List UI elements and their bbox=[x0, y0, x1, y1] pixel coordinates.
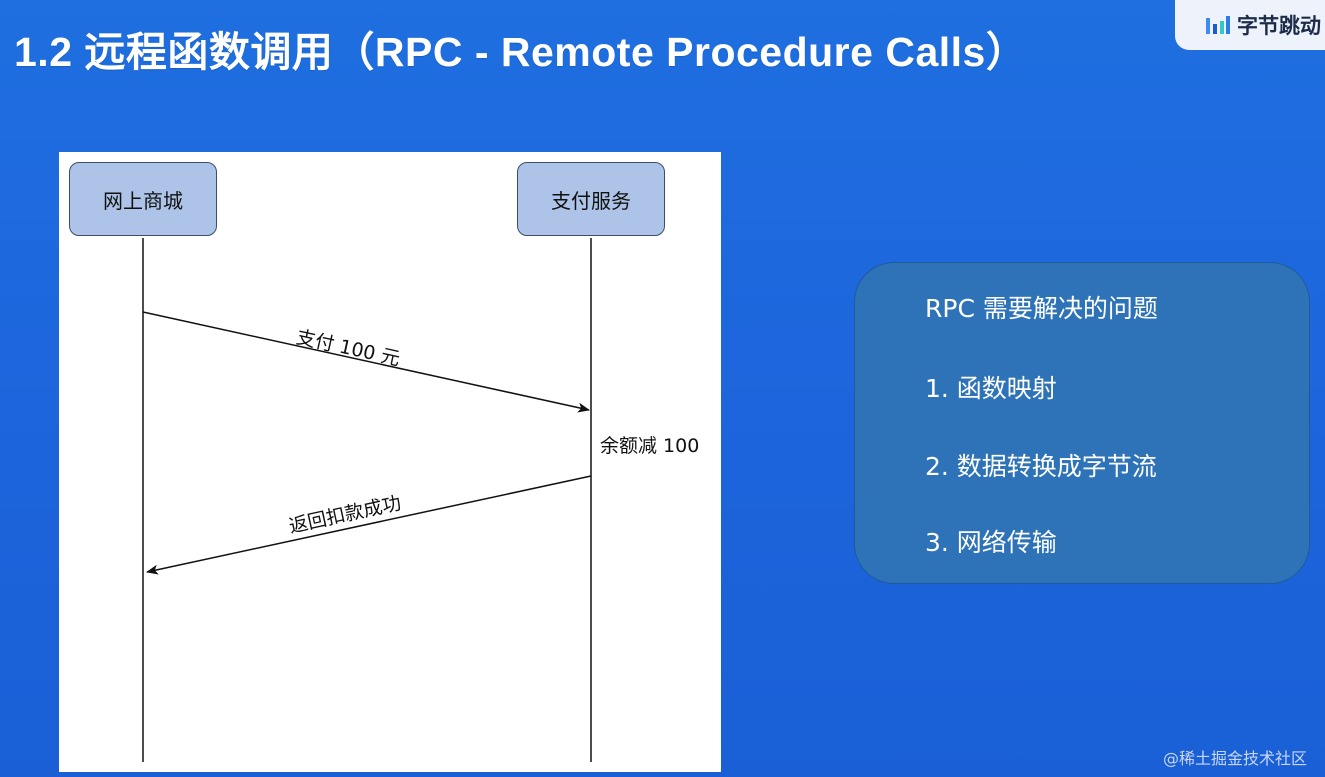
note-balance: 余额减 100 bbox=[600, 435, 700, 457]
card-title: RPC 需要解决的问题 bbox=[925, 294, 1158, 323]
message-arrow-pay bbox=[142, 311, 590, 413]
card-item-network-transport: 3. 网络传输 bbox=[925, 528, 1057, 557]
footer-credit: @稀土掘金技术社区 bbox=[1162, 749, 1307, 768]
lifeline-pay-label: 支付服务 bbox=[551, 188, 631, 213]
sequence-diagram: 网上商城 支付服务 支付 100 元 余额减 100 返回扣款成功 bbox=[59, 152, 721, 772]
sequence-diagram-canvas bbox=[142, 238, 592, 762]
slide-title: 1.2 远程函数调用（RPC - Remote Procedure Calls） bbox=[14, 29, 1028, 75]
bytedance-logo-icon bbox=[1206, 16, 1230, 34]
lifeline-mall: 网上商城 bbox=[69, 162, 217, 236]
brand-logo: 字节跳动 bbox=[1175, 0, 1325, 50]
lifeline-mall-label: 网上商城 bbox=[103, 188, 183, 213]
rpc-problems-card: RPC 需要解决的问题 1. 函数映射 2. 数据转换成字节流 3. 网络传输 bbox=[854, 262, 1310, 584]
brand-name: 字节跳动 bbox=[1237, 15, 1321, 38]
message-arrow-return bbox=[146, 475, 592, 575]
card-item-function-mapping: 1. 函数映射 bbox=[925, 374, 1057, 403]
card-item-serialization: 2. 数据转换成字节流 bbox=[925, 452, 1157, 481]
lifeline-pay: 支付服务 bbox=[517, 162, 665, 236]
